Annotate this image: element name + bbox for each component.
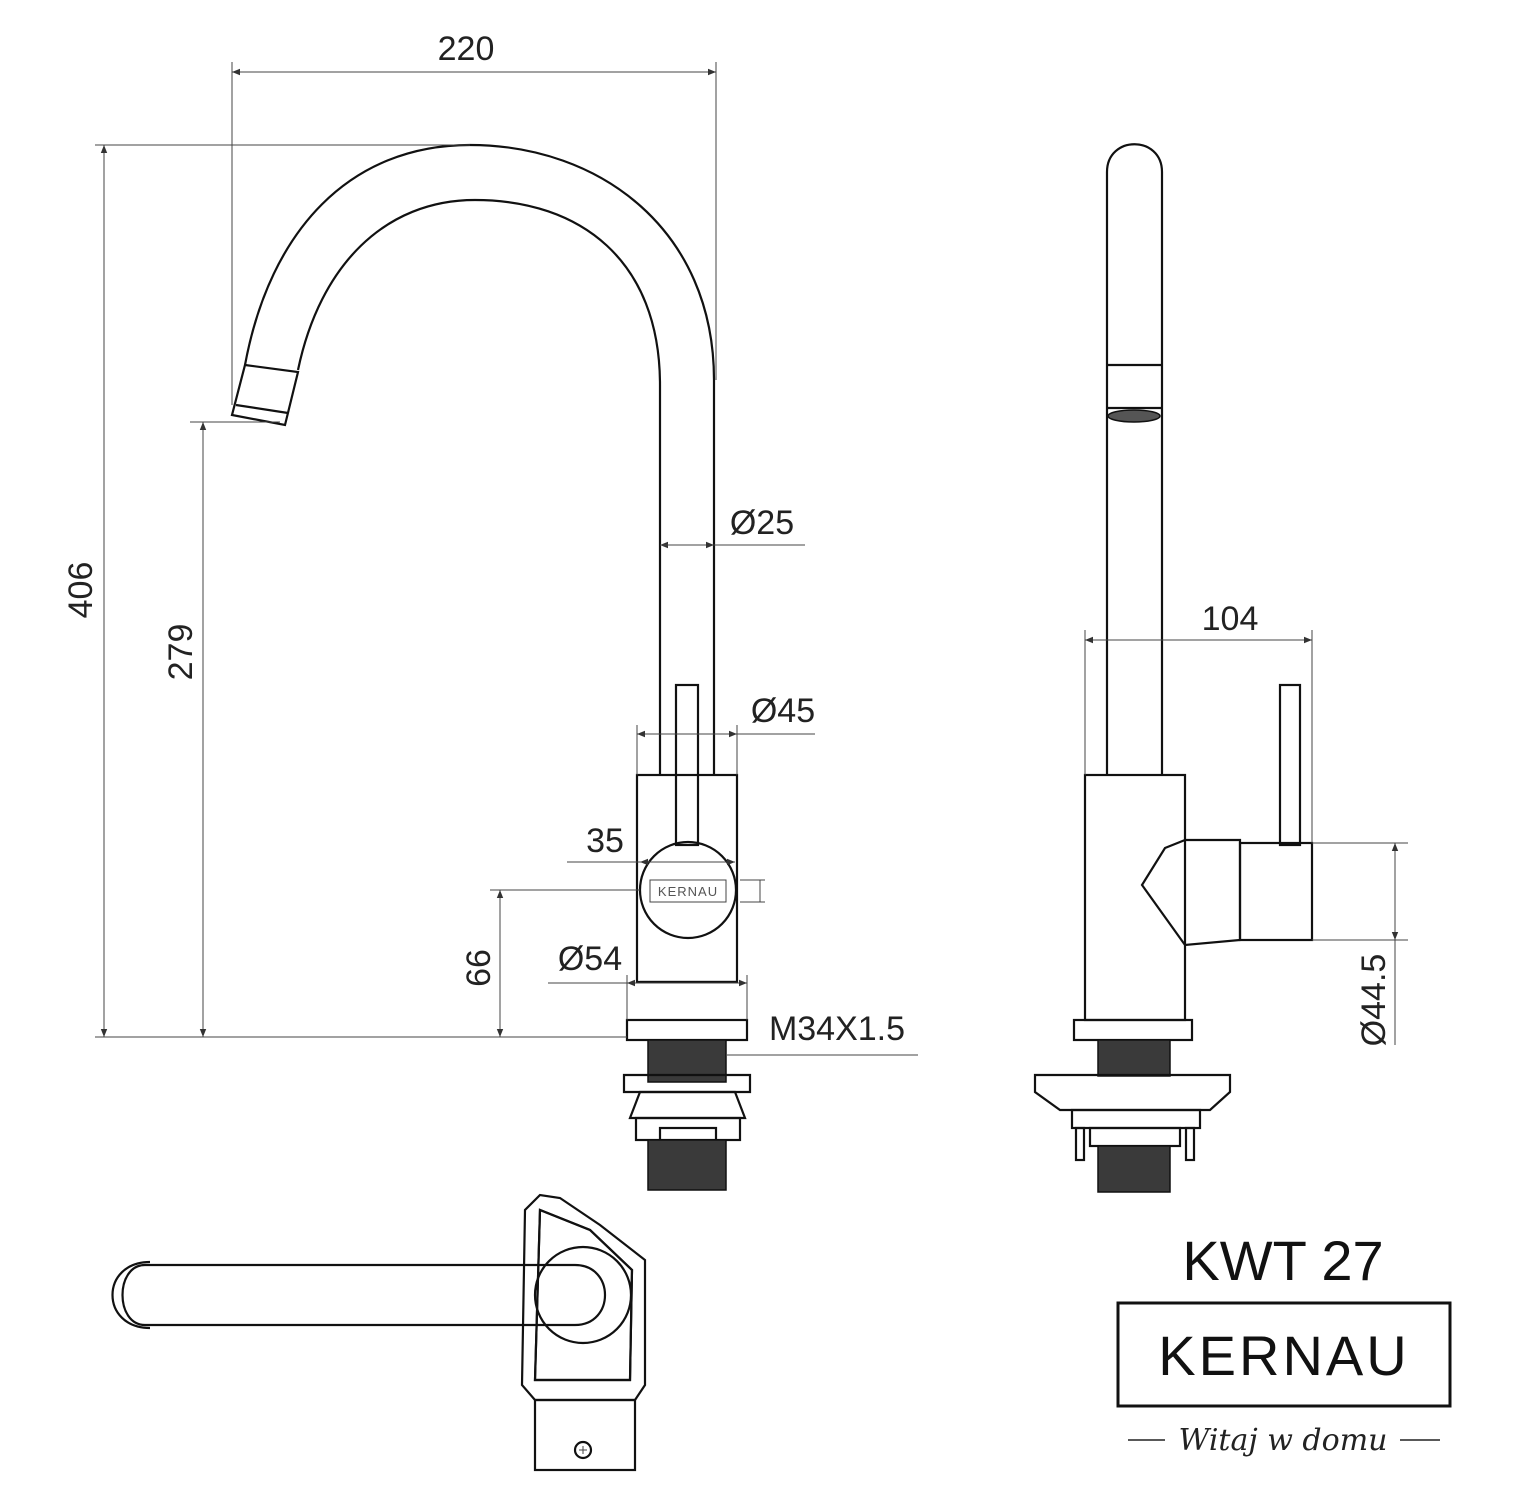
- dim-spout-diameter: Ø25: [730, 504, 794, 542]
- dim-66: 66: [460, 949, 498, 987]
- front-dimensions: 220 406 279 Ø25 Ø45 35 66: [62, 30, 918, 1056]
- dim-104: 104: [1202, 600, 1259, 638]
- model-name: KWT 27: [1182, 1229, 1383, 1292]
- top-handle-disc: [533, 1245, 633, 1345]
- side-mounting-plate: [1033, 1073, 1232, 1112]
- brand-name: KERNAU: [1158, 1324, 1409, 1387]
- top-screw: [573, 1440, 593, 1460]
- side-aerator: [1107, 409, 1161, 423]
- handle-lever: [674, 683, 700, 847]
- side-dimensions: 104 Ø44.5: [1084, 600, 1408, 1047]
- mounting-plate: [622, 1073, 752, 1094]
- side-handle-block: [1238, 841, 1314, 942]
- aerator-tip: [230, 363, 300, 427]
- side-body: [1083, 773, 1187, 1022]
- side-thread-upper: [1097, 1039, 1171, 1077]
- top-view: [111, 1193, 647, 1472]
- dim-base-diameter: Ø54: [558, 940, 622, 978]
- logo-plate: [649, 879, 727, 903]
- top-spout-arm: [121, 1263, 607, 1327]
- top-base-outline: [520, 1193, 647, 1402]
- dim-handle-diameter: Ø44.5: [1355, 954, 1393, 1047]
- side-handle-neck: [1140, 838, 1242, 947]
- brand-frame: [1116, 1301, 1452, 1408]
- front-view: KERNAU: [230, 143, 752, 1191]
- spout-outer-contour: [243, 143, 716, 775]
- engraving-text: KERNAU: [658, 884, 718, 899]
- side-base-ring: [1072, 1018, 1194, 1042]
- tagline: Witaj w domu: [1179, 1423, 1388, 1458]
- side-thread-lower: [1097, 1145, 1171, 1193]
- side-lever: [1278, 683, 1302, 847]
- side-view: [1033, 143, 1314, 1193]
- dim-handle-width: 35: [586, 822, 624, 860]
- dim-406: 406: [62, 562, 100, 619]
- spout-inner-contour: [296, 198, 662, 775]
- dim-thread: M34X1.5: [769, 1010, 905, 1048]
- top-handle-block: [533, 1398, 637, 1472]
- dim-body-diameter: Ø45: [751, 692, 815, 730]
- body: [635, 773, 739, 984]
- title-block: KWT 27 KERNAU Witaj w domu: [1116, 1229, 1452, 1458]
- dim-279: 279: [162, 624, 200, 681]
- dim-220: 220: [438, 30, 495, 68]
- thread-lower: [647, 1139, 727, 1191]
- side-spout: [1105, 143, 1164, 775]
- base-ring: [625, 1018, 749, 1042]
